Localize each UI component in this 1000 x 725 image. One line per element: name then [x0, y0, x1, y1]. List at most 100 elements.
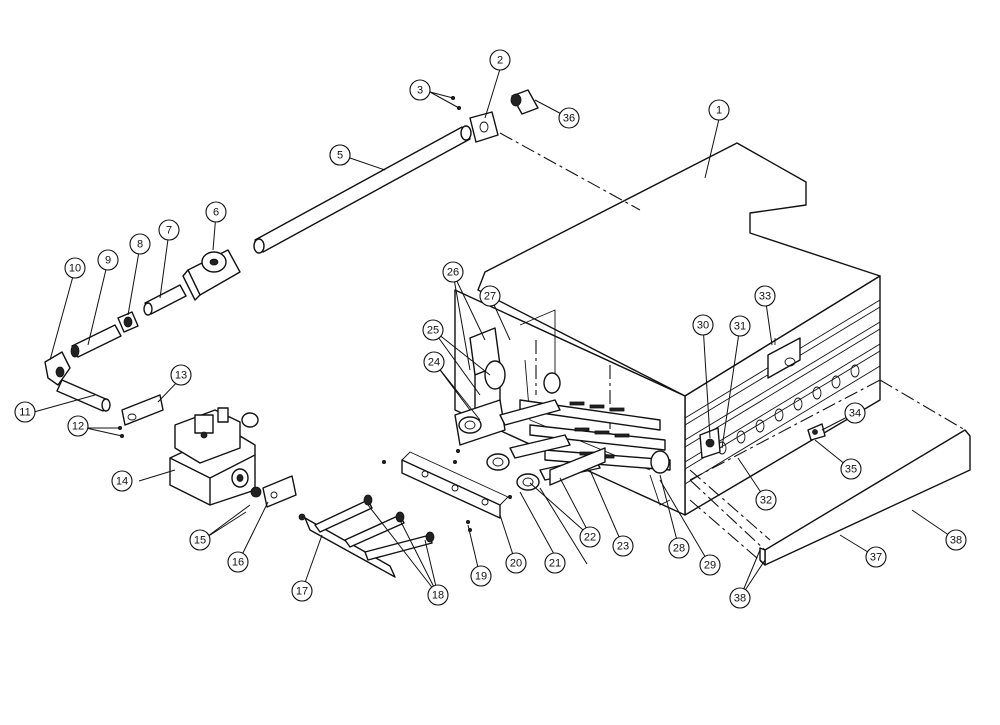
callout-circle	[442, 261, 464, 283]
callout-circle	[729, 315, 751, 337]
callout-circle	[844, 402, 866, 424]
callout-circle	[64, 257, 86, 279]
callout-number: 26	[447, 267, 459, 279]
callout-number: 32	[760, 495, 772, 507]
callout-circle	[67, 415, 89, 437]
callout-circle	[489, 49, 511, 71]
callout-12: 12	[67, 415, 89, 437]
callout-8: 8	[129, 233, 151, 255]
callout-circle	[227, 551, 249, 573]
callout-number: 36	[563, 113, 575, 125]
callout-3: 3	[409, 79, 431, 101]
callout-number: 16	[232, 557, 244, 569]
callout-10: 10	[64, 257, 86, 279]
callout-number: 5	[337, 150, 343, 162]
part-screws-18	[381, 448, 512, 533]
callout-circle	[97, 249, 119, 271]
callout-number: 31	[734, 321, 746, 333]
callout-29: 29	[699, 554, 721, 576]
part-bracket-2	[469, 111, 499, 143]
callout-23: 23	[612, 535, 634, 557]
callout-number: 38	[734, 593, 746, 605]
callout-circle	[945, 529, 967, 551]
part-bracket-19	[401, 451, 509, 519]
part-orifices-17	[363, 494, 435, 543]
part-nipple-6	[143, 284, 187, 316]
callout-circle	[692, 314, 714, 336]
callout-circle	[329, 144, 351, 166]
callout-number: 20	[510, 558, 522, 570]
callout-number: 35	[845, 464, 857, 476]
callout-number: 2	[497, 55, 503, 67]
callout-number: 23	[617, 541, 629, 553]
callout-number: 8	[137, 239, 143, 251]
part-fitting-14	[250, 475, 297, 508]
callout-layer: 1234567891011121314151617181920212223242…	[14, 49, 967, 609]
callout-number: 18	[432, 590, 444, 602]
callout-circle	[427, 584, 449, 606]
callout-number: 24	[428, 357, 440, 369]
part-hex-7	[117, 311, 139, 333]
part-gas-valve-13	[169, 407, 259, 506]
callout-circle	[158, 219, 180, 241]
callout-32: 32	[755, 489, 777, 511]
callout-26: 26	[442, 261, 464, 283]
callout-number: 14	[116, 476, 128, 488]
part-tube-4	[253, 125, 472, 254]
callout-38: 38	[945, 529, 967, 551]
callout-circle	[699, 554, 721, 576]
callout-number: 13	[175, 370, 187, 382]
callout-circle	[111, 470, 133, 492]
callout-number: 15	[194, 535, 206, 547]
callout-circle	[422, 319, 444, 341]
callout-circle	[865, 546, 887, 568]
callout-circle	[129, 233, 151, 255]
part-tray	[689, 379, 971, 566]
part-clip-34	[807, 423, 826, 441]
callout-number: 7	[166, 225, 172, 237]
callout-34: 34	[844, 402, 866, 424]
callout-circle	[423, 351, 445, 373]
callout-25: 25	[422, 319, 444, 341]
part-valve-30	[699, 427, 721, 459]
callout-21: 21	[544, 552, 566, 574]
part-grommet-36	[510, 89, 539, 115]
part-nipple-8	[70, 324, 122, 358]
callout-number: 37	[870, 552, 882, 564]
callout-13: 13	[170, 364, 192, 386]
callout-number: 30	[697, 320, 709, 332]
callout-30: 30	[692, 314, 714, 336]
callout-circle	[755, 489, 777, 511]
callout-number: 19	[475, 571, 487, 583]
callout-circle	[579, 526, 601, 548]
part-nipple-10	[56, 379, 111, 412]
callout-17: 17	[291, 580, 313, 602]
callout-31: 31	[729, 315, 751, 337]
callout-28: 28	[668, 537, 690, 559]
callout-number: 10	[69, 263, 81, 275]
callout-14: 14	[111, 470, 133, 492]
callout-number: 22	[584, 532, 596, 544]
callout-number: 17	[296, 586, 308, 598]
callout-circle	[729, 587, 751, 609]
callout-circle	[708, 99, 730, 121]
callout-6: 6	[205, 201, 227, 223]
callout-number: 38	[950, 535, 962, 547]
burner-brackets	[454, 327, 561, 446]
callout-circle	[470, 565, 492, 587]
callout-5: 5	[329, 144, 351, 166]
callout-11: 11	[14, 401, 36, 423]
callout-number: 1	[716, 105, 722, 117]
callout-number: 3	[417, 85, 423, 97]
callout-19: 19	[470, 565, 492, 587]
callout-circle	[189, 529, 211, 551]
callout-number: 27	[484, 291, 496, 303]
callout-2: 2	[489, 49, 511, 71]
part-bracket-23	[549, 447, 606, 486]
callout-20: 20	[505, 552, 527, 574]
callout-number: 29	[704, 560, 716, 572]
callout-number: 28	[673, 543, 685, 555]
part-manifold-16	[298, 499, 433, 578]
callout-circle	[505, 552, 527, 574]
